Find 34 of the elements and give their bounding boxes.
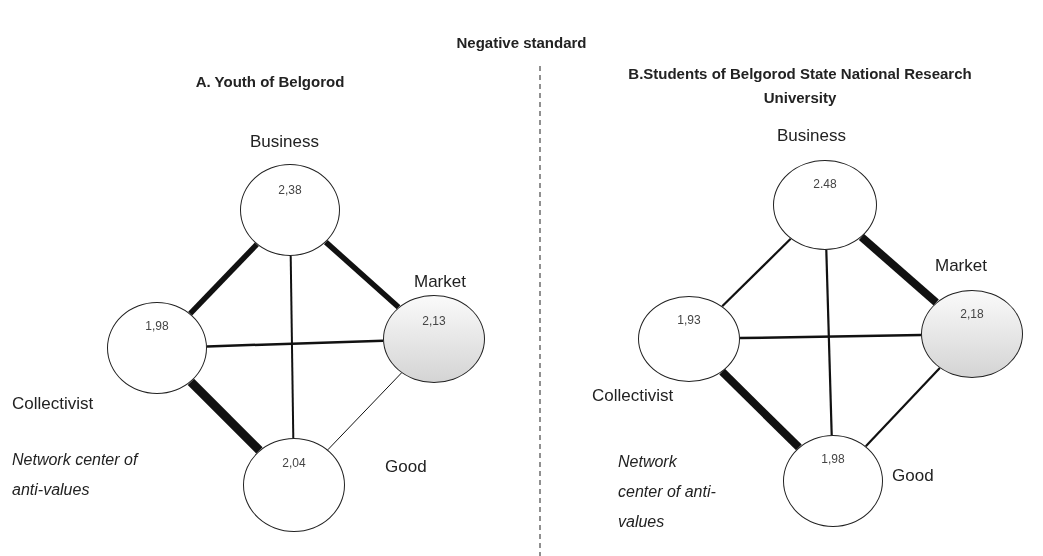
note-text: Network center of anti-values — [12, 450, 140, 500]
panel-heading: A. Youth of Belgorod — [194, 72, 346, 92]
note-text: Network center of anti-values — [618, 452, 717, 532]
connector-line — [719, 368, 802, 451]
connector-line — [858, 234, 939, 306]
value-circle — [107, 302, 207, 394]
diagram-title: Negative standard — [455, 34, 588, 51]
node-label: Good — [385, 457, 427, 477]
connector-line — [327, 372, 402, 451]
connector-line — [289, 255, 295, 439]
connector-line — [721, 238, 792, 308]
connector-line — [825, 249, 833, 436]
node-label: Business — [250, 132, 319, 152]
connector-line — [865, 367, 941, 448]
connector-line — [187, 378, 263, 454]
connector-line — [323, 240, 401, 310]
node-label: Good — [892, 466, 934, 486]
panel-heading: B.Students of Belgorod State National Research University — [627, 64, 973, 108]
node-label: Market — [414, 272, 466, 292]
node-value: 1,98 — [820, 452, 846, 466]
node-value: 2,04 — [281, 456, 307, 470]
node-label: Collectivist — [592, 386, 674, 406]
node-value: 1,98 — [144, 319, 170, 333]
node-value: 1,93 — [676, 313, 702, 327]
node-value: 2.48 — [812, 177, 838, 191]
node-value: 2,13 — [421, 314, 447, 328]
node-value: 2,18 — [959, 307, 985, 321]
node-label: Market — [935, 256, 987, 276]
node-label: Business — [777, 126, 846, 146]
connector-line — [739, 333, 922, 340]
node-value: 2,38 — [277, 183, 303, 197]
node-label: Collectivist — [12, 394, 94, 414]
connector-line — [188, 242, 259, 316]
connector-line — [206, 339, 384, 348]
